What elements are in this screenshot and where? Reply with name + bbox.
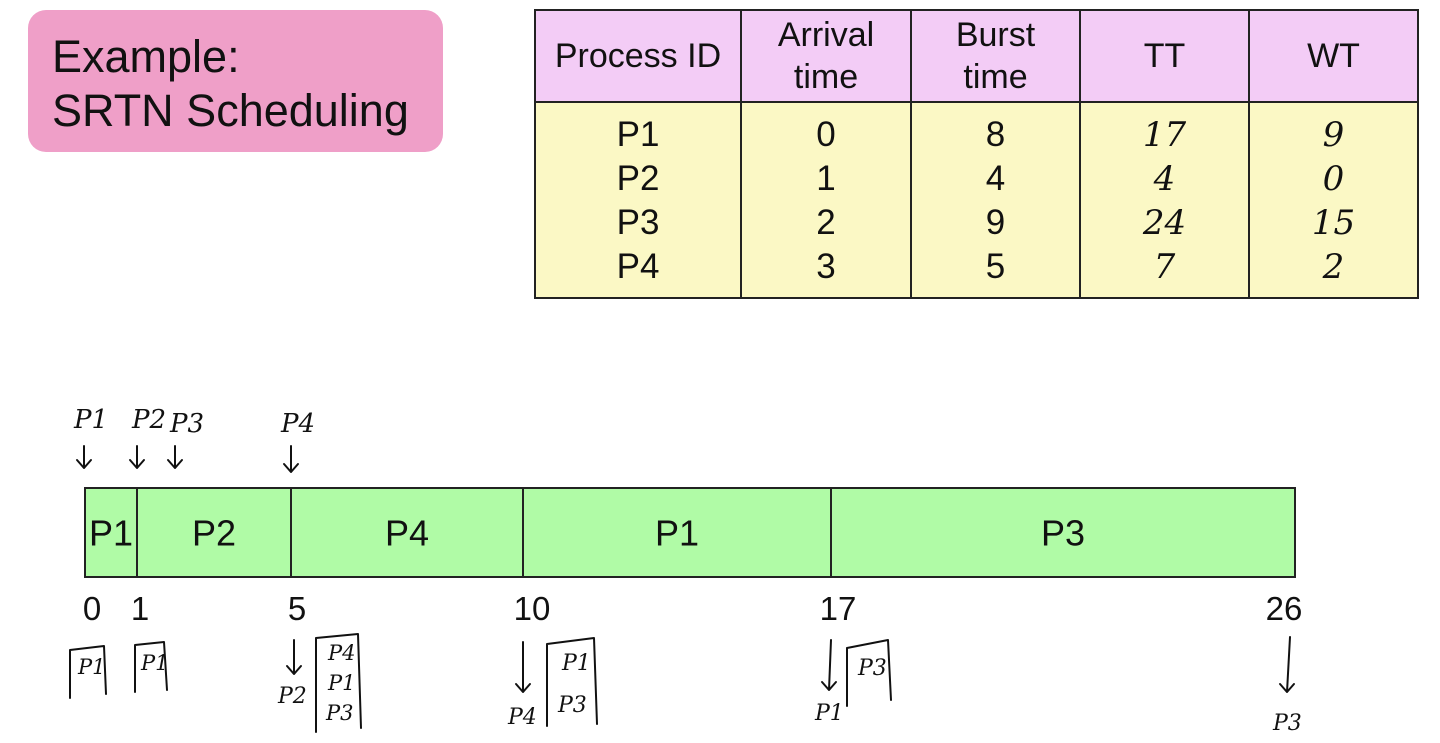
- cell-tt: 17: [1142, 115, 1187, 155]
- cell-arrival: 2: [816, 203, 836, 242]
- header-process-id: Process ID: [534, 9, 742, 103]
- gantt-segment: [522, 487, 832, 578]
- gantt-segment-label: P1: [89, 513, 133, 554]
- down-arrow-icon: [515, 641, 531, 693]
- arrival-label: P2: [131, 405, 166, 435]
- cell-burst: 8: [985, 115, 1006, 154]
- gantt-segment-label: P4: [385, 513, 429, 554]
- column-arrival: 0 1 2 3: [740, 101, 912, 299]
- queue-item: P3: [557, 693, 587, 718]
- header-wt: WT: [1248, 9, 1419, 103]
- header-burst-time: Burst time: [910, 9, 1081, 103]
- cell-pid: P1: [616, 115, 660, 154]
- cell-pid: P3: [616, 203, 660, 242]
- cell-burst: 4: [985, 159, 1006, 198]
- down-arrow-icon: [167, 445, 183, 469]
- queue-bracket: [546, 637, 598, 727]
- arrival-label: P1: [73, 405, 108, 435]
- cell-pid: P2: [616, 159, 660, 198]
- queue-bracket: [134, 641, 168, 693]
- gantt-bars: P1 P2 P4 P1 P3: [84, 487, 1296, 578]
- gantt-segment-label: P3: [1041, 513, 1085, 554]
- queue-item: P4: [327, 641, 356, 665]
- queue-bracket: [846, 639, 892, 707]
- gantt-segment-label: P1: [655, 513, 699, 554]
- table-body: P1 P2 P3 P4 0 1 2 3 8 4 9 5 17 4 24 7: [534, 101, 1419, 299]
- down-arrow-icon: [821, 639, 837, 691]
- gantt-segment: [290, 487, 524, 578]
- column-burst: 8 4 9 5: [910, 101, 1081, 299]
- header-arrival-time: Arrival time: [740, 9, 912, 103]
- cell-wt: 9: [1322, 115, 1345, 155]
- tick-label: 17: [820, 590, 857, 627]
- completed-process: P3: [1272, 711, 1302, 736]
- down-arrow-icon: [129, 445, 145, 469]
- title-line-2: SRTN Scheduling: [52, 85, 409, 136]
- completed-process: P4: [507, 705, 537, 730]
- arrival-label: P4: [280, 409, 315, 439]
- title-banner: Example: SRTN Scheduling: [28, 10, 443, 152]
- column-tt: 17 4 24 7: [1079, 101, 1250, 299]
- column-wt: 9 0 15 2: [1248, 101, 1419, 299]
- cell-arrival: 3: [816, 247, 836, 286]
- gantt-segment: [830, 487, 1296, 578]
- cell-tt: 7: [1153, 247, 1176, 287]
- table-header-row: Process ID Arrival time Burst time TT WT: [534, 9, 1419, 103]
- tick-label: 26: [1266, 590, 1303, 627]
- down-arrow-icon: [286, 639, 302, 675]
- cell-burst: 9: [985, 203, 1006, 242]
- queue-item: P3: [325, 701, 354, 725]
- tick-label: 0: [83, 590, 101, 627]
- queue-item: P1: [561, 651, 591, 676]
- ready-queue-t10: P4 P1 P3: [507, 637, 598, 730]
- ready-queue-t26: P3: [1272, 636, 1302, 736]
- title-line-1: Example:: [52, 31, 240, 82]
- ready-queue-t5: P2 P4 P1 P3: [277, 633, 362, 733]
- queue-bracket: [315, 633, 362, 733]
- completed-process: P1: [814, 701, 844, 726]
- time-axis: 0 1 5 10 17 26: [83, 590, 1303, 627]
- cell-burst: 5: [985, 247, 1006, 286]
- queue-item: P1: [327, 671, 356, 695]
- cell-tt: 4: [1153, 159, 1176, 199]
- gantt-segment-label: P2: [192, 513, 236, 554]
- gantt-segment: [136, 487, 292, 578]
- tick-label: 1: [131, 590, 149, 627]
- cell-tt: 24: [1142, 203, 1187, 243]
- arrival-label: P3: [169, 409, 204, 439]
- queue-item: P3: [857, 656, 887, 681]
- cell-wt: 15: [1311, 203, 1356, 243]
- cell-wt: 2: [1322, 247, 1345, 287]
- cell-arrival: 1: [816, 159, 836, 198]
- cell-arrival: 0: [816, 115, 836, 154]
- process-table: Process ID Arrival time Burst time TT WT…: [534, 9, 1419, 299]
- queue-bracket: [69, 645, 107, 699]
- tick-label: 5: [288, 590, 306, 627]
- ready-queue-t0: P1: [69, 645, 107, 699]
- column-process-id: P1 P2 P3 P4: [534, 101, 742, 299]
- cell-pid: P4: [616, 247, 660, 286]
- cell-wt: 0: [1322, 159, 1345, 199]
- header-tt: TT: [1079, 9, 1250, 103]
- down-arrow-icon: [1279, 636, 1295, 693]
- down-arrow-icon: [283, 445, 299, 473]
- ready-queue-t1: P1: [134, 641, 169, 693]
- queue-item: P1: [140, 651, 169, 675]
- ready-queue-t17: P1 P3: [814, 639, 892, 726]
- completed-process: P2: [277, 684, 307, 709]
- queue-item: P1: [77, 655, 106, 679]
- arrival-markers: P1 P2 P3 P4: [73, 405, 315, 473]
- down-arrow-icon: [76, 445, 92, 469]
- tick-label: 10: [514, 590, 551, 627]
